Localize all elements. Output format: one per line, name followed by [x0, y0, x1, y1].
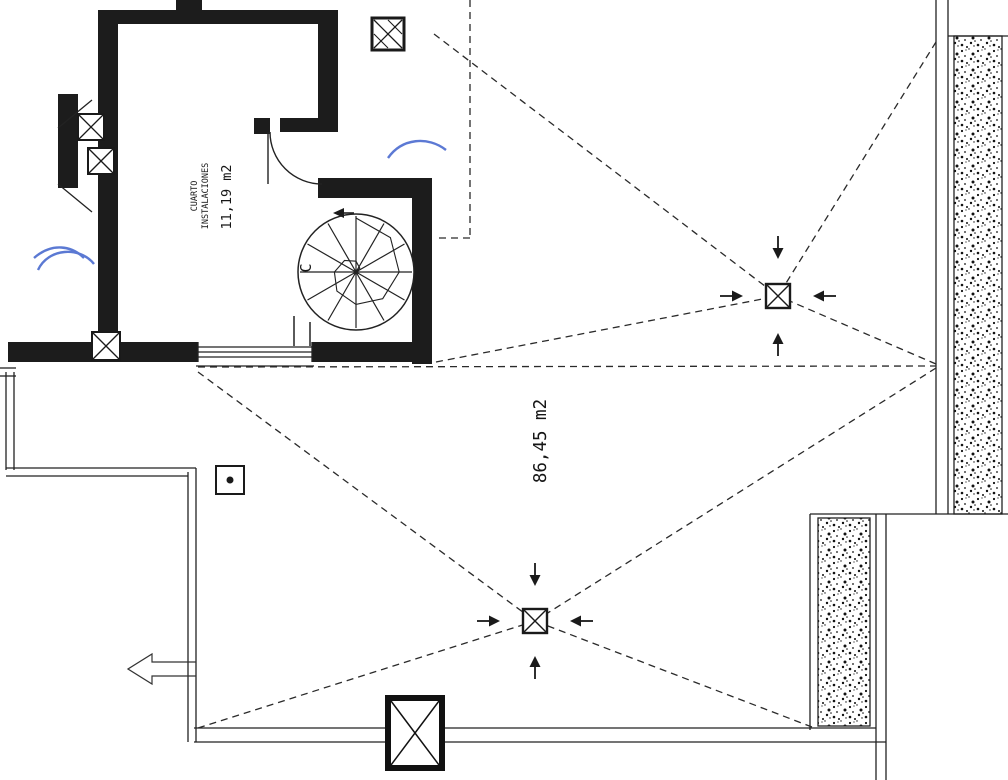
wall-top [98, 10, 320, 24]
slope-arrow-down-icon [772, 236, 784, 259]
roof-drains [521, 282, 792, 635]
roof-drain-icon [521, 607, 549, 635]
flow-arrow-icon [126, 652, 196, 686]
slope-arrow-left-icon [813, 290, 836, 302]
valley-d1-ne [777, 41, 937, 297]
column-x-icon [91, 331, 121, 361]
wall-stair-top [318, 178, 432, 198]
valley-d2-nw [197, 371, 536, 622]
column-x-icon [87, 147, 115, 175]
room-area-label: 11,19 m2 [219, 164, 235, 229]
roof-ridge-line [197, 365, 937, 368]
hatched-wall-strips [817, 35, 1008, 727]
stair-spiral-line [333, 217, 400, 305]
valley-d2-sw [197, 620, 536, 729]
stair-center-post [353, 269, 359, 275]
wall-left [98, 24, 118, 346]
slope-arrow-up-icon [772, 333, 784, 356]
pen-scribble-left-2 [33, 246, 85, 259]
roof-drain-icon [764, 282, 792, 310]
pen-scribble-top [387, 139, 447, 159]
wall-left-stub [58, 94, 78, 188]
slope-arrow-down-icon [529, 563, 541, 586]
valley-d1-nw [433, 33, 779, 297]
stipple-strip-right [953, 35, 1003, 515]
stair-treads [300, 216, 412, 328]
slope-arrow-left-icon [570, 615, 593, 627]
pen-annotations [33, 139, 447, 271]
stipple-strip-bottom [817, 517, 871, 727]
wall-top-notch [176, 0, 202, 12]
wall-right-upper [318, 10, 338, 132]
room-name-line2: INSTALACIONES [201, 163, 211, 230]
slope-arrow-right-icon [720, 290, 743, 302]
door-swing [267, 131, 323, 185]
room-name-line1: CUARTO [190, 181, 200, 212]
valley-d1-se [777, 295, 937, 365]
column-x-icon [77, 113, 105, 141]
roof-area-label: 86,45 m2 [531, 399, 551, 483]
wall-foot [280, 118, 338, 132]
valley-d2-se [534, 620, 813, 728]
window [197, 342, 313, 362]
wall-stair-right [412, 178, 432, 364]
stair-mark-label: C [297, 263, 315, 272]
pen-scribble-left [36, 250, 95, 271]
vent-shaft-icon [370, 16, 406, 52]
drain-dot-marker-icon [215, 465, 245, 495]
door-jamb [254, 118, 270, 134]
spiral-staircase [293, 208, 415, 346]
stair-direction-arrow-icon [333, 208, 354, 218]
elevator-shaft-icon [385, 695, 445, 771]
door-arc [269, 131, 323, 185]
text-labels: CUARTO INSTALACIONES 11,19 m2 C 86,45 m2 [190, 163, 551, 483]
slope-arrow-up-icon [529, 656, 541, 679]
left-door-marks [57, 99, 93, 213]
slope-arrow-right-icon [477, 615, 500, 627]
slope-arrows [477, 236, 836, 679]
column-markers [77, 16, 406, 361]
roof-slope-lines [197, 0, 937, 729]
valley-d1-sw [435, 295, 779, 363]
